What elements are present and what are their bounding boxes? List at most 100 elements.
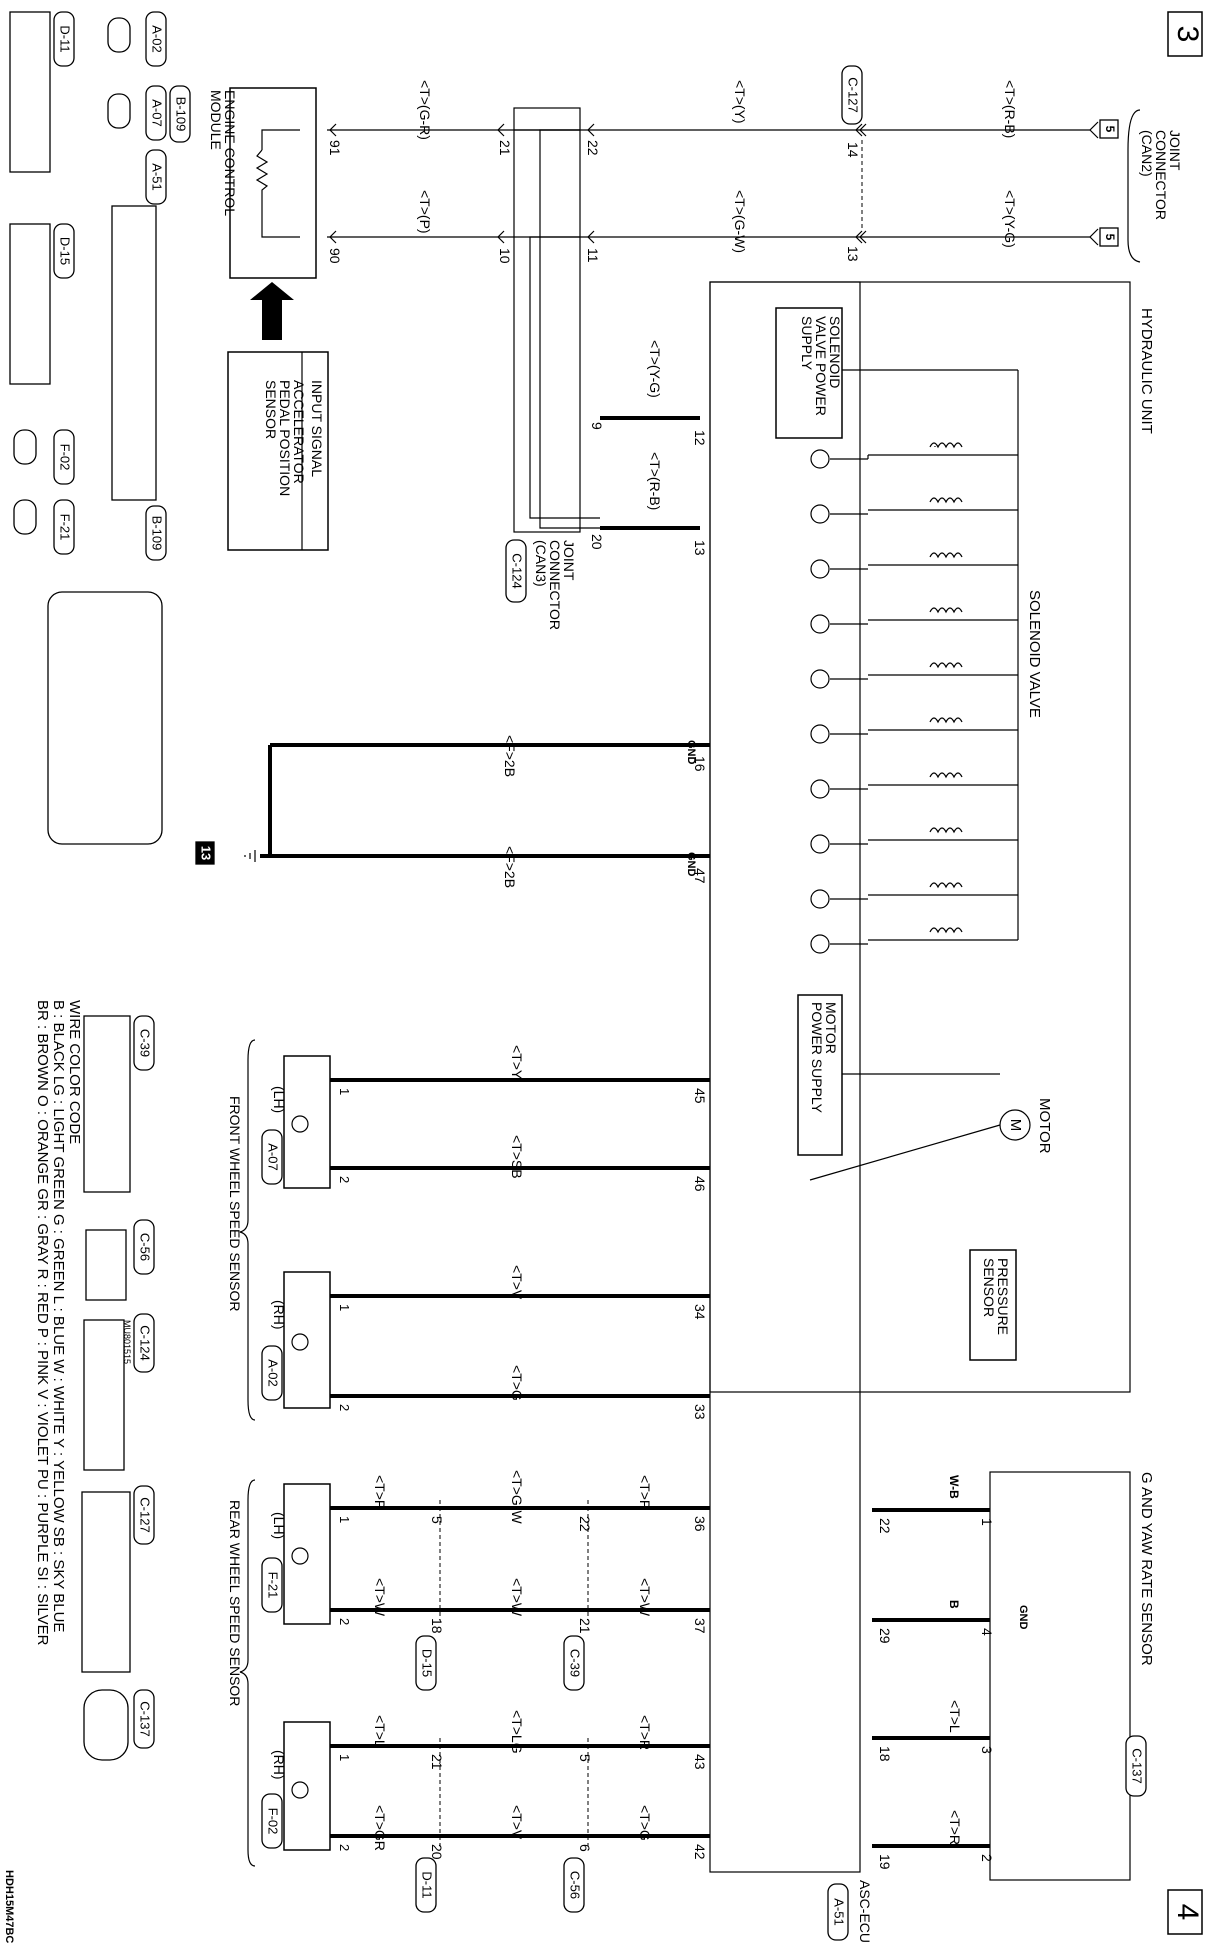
asc-ecu-box xyxy=(709,281,861,1873)
can-h-wire-3: <T>(G-R) xyxy=(417,80,433,140)
svg-text:GND: GND xyxy=(1017,1605,1029,1630)
connector-views: D-11 A-02 A-07 A-51 D-15 B-109 F-02 F-21… xyxy=(9,11,167,1761)
rl-connector: F-21 xyxy=(266,1572,281,1599)
svg-text:CONNECTOR: CONNECTOR xyxy=(547,540,563,630)
svg-text:13: 13 xyxy=(692,540,708,556)
svg-text:5: 5 xyxy=(429,1516,445,1524)
svg-text:16: 16 xyxy=(692,756,708,772)
gnd-wire-b-label: <F>2B xyxy=(502,846,518,888)
can3-bus-a xyxy=(539,129,600,529)
svg-text:29: 29 xyxy=(877,1628,893,1644)
ecm-terminator-resistor xyxy=(255,149,269,210)
svg-text:21: 21 xyxy=(429,1754,445,1770)
motor-label: MOTOR xyxy=(1036,1098,1053,1154)
legend-line-2: BR : BROWN O : ORANGE GR : GRAY R : RED … xyxy=(34,1000,51,1646)
app-sensor-label: INPUT SIGNAL ACCELERATOR PEDAL POSITION … xyxy=(263,380,325,496)
svg-text:B: B xyxy=(947,1600,961,1609)
svg-text:SENSOR: SENSOR xyxy=(263,380,279,439)
svg-text:VALVE POWER: VALVE POWER xyxy=(813,316,829,416)
rl-side: (LH) xyxy=(271,1512,287,1539)
svg-text:C-127: C-127 xyxy=(846,77,861,112)
joint-can2-label: JOINT CONNECTOR (CAN2) xyxy=(1139,130,1183,220)
svg-text:<T>L: <T>L xyxy=(947,1700,963,1733)
can-l-wire-1: <T>(Y-G) xyxy=(1002,190,1018,248)
svg-text:<T>L: <T>L xyxy=(372,1715,388,1748)
svg-text:<T>Y: <T>Y xyxy=(509,1045,525,1080)
svg-text:<T>SB: <T>SB xyxy=(509,1135,525,1179)
svg-text:5: 5 xyxy=(1103,234,1117,241)
svg-text:B-109: B-109 xyxy=(174,97,189,132)
fr-sensor-box xyxy=(283,1271,331,1409)
svg-text:<T>W: <T>W xyxy=(372,1578,388,1617)
ecm-box xyxy=(229,87,317,279)
svg-text:A-51: A-51 xyxy=(150,163,165,190)
svg-text:SENSOR: SENSOR xyxy=(981,1258,997,1317)
svg-text:A-51: A-51 xyxy=(832,1898,847,1925)
rear-wss-label: REAR WHEEL SPEED SENSOR xyxy=(227,1500,243,1706)
svg-text:34: 34 xyxy=(692,1304,708,1320)
svg-text:M: M xyxy=(1007,1119,1024,1132)
motor-supply-box xyxy=(797,994,843,1156)
svg-text:MU801515: MU801515 xyxy=(122,1320,132,1364)
svg-text:3: 3 xyxy=(979,1746,995,1754)
front-wss-label: FRONT WHEEL SPEED SENSOR xyxy=(227,1096,243,1311)
svg-text:5: 5 xyxy=(577,1754,593,1762)
svg-text:<T>W: <T>W xyxy=(637,1578,653,1617)
svg-text:43: 43 xyxy=(692,1754,708,1770)
fl-side: (LH) xyxy=(271,1086,287,1113)
svg-text:<T>W: <T>W xyxy=(509,1578,525,1617)
rl-sensor-icon xyxy=(291,1547,309,1565)
svg-text:20: 20 xyxy=(429,1844,445,1860)
svg-text:C-39: C-39 xyxy=(138,1029,153,1057)
svg-text:<T>G: <T>G xyxy=(509,1365,525,1401)
svg-text:JOINT: JOINT xyxy=(561,540,577,581)
c124-tag xyxy=(505,539,527,603)
svg-text:CONNECTOR: CONNECTOR xyxy=(1153,130,1169,220)
svg-text:D-15: D-15 xyxy=(58,237,73,265)
svg-text:2: 2 xyxy=(337,1176,352,1183)
wire-color-code-legend: WIRE COLOR CODE B : BLACK LG : LIGHT GRE… xyxy=(34,1000,83,1646)
joint-can3-box xyxy=(513,107,581,533)
page-number-box-top xyxy=(1167,11,1203,57)
svg-text:<T>P: <T>P xyxy=(372,1475,388,1509)
solenoid-supply-label: SOLENOID VALVE POWER SUPPLY xyxy=(799,316,843,416)
can-h-wire-2: <T>(Y) xyxy=(732,80,748,124)
svg-text:PEDAL POSITION: PEDAL POSITION xyxy=(277,380,293,496)
fl-sensor-icon xyxy=(291,1115,309,1133)
figure-code: HDH15M47BC xyxy=(3,1870,15,1943)
can-l-wire-2: <T>(G-W) xyxy=(732,190,748,253)
solenoid-valve-label: SOLENOID VALVE xyxy=(1026,590,1043,718)
svg-text:22: 22 xyxy=(585,140,601,156)
svg-text:22: 22 xyxy=(577,1516,593,1532)
page-number-bottom: 4 xyxy=(1171,1904,1204,1921)
hydraulic-unit-label: HYDRAULIC UNIT xyxy=(1138,308,1155,434)
svg-text:ACCELERATOR: ACCELERATOR xyxy=(291,380,307,484)
svg-text:MODULE: MODULE xyxy=(208,90,224,150)
svg-text:<T>G: <T>G xyxy=(637,1805,653,1841)
svg-text:(CAN2): (CAN2) xyxy=(1139,130,1155,177)
svg-text:JOINT: JOINT xyxy=(1167,130,1183,171)
asc-ecu-label: ASC-ECU xyxy=(857,1880,873,1943)
g-yaw-sensor-box xyxy=(989,1471,1131,1881)
page-number-box-bottom xyxy=(1167,1889,1203,1935)
svg-text:A-02: A-02 xyxy=(150,25,165,52)
svg-text:47: 47 xyxy=(692,868,708,884)
svg-text:(CAN3): (CAN3) xyxy=(533,540,549,587)
svg-text:19: 19 xyxy=(877,1854,893,1870)
svg-text:PRESSURE: PRESSURE xyxy=(995,1258,1011,1335)
svg-text:21: 21 xyxy=(497,140,513,156)
svg-text:11: 11 xyxy=(585,248,601,263)
svg-text:<T>R: <T>R xyxy=(637,1715,653,1750)
svg-text:<T>G-W: <T>G-W xyxy=(509,1470,525,1524)
gnd-wire-a-label: <F>2B xyxy=(502,735,518,777)
svg-text:5: 5 xyxy=(1103,126,1117,133)
svg-text:42: 42 xyxy=(692,1844,708,1860)
svg-text:INPUT SIGNAL: INPUT SIGNAL xyxy=(309,380,325,477)
fl-sensor-box xyxy=(283,1055,331,1189)
svg-text:SUPPLY: SUPPLY xyxy=(799,316,815,371)
svg-text:C-124: C-124 xyxy=(510,553,525,588)
svg-text:18: 18 xyxy=(877,1746,893,1762)
b109-tag xyxy=(169,85,191,143)
app-sensor-box xyxy=(227,351,329,551)
